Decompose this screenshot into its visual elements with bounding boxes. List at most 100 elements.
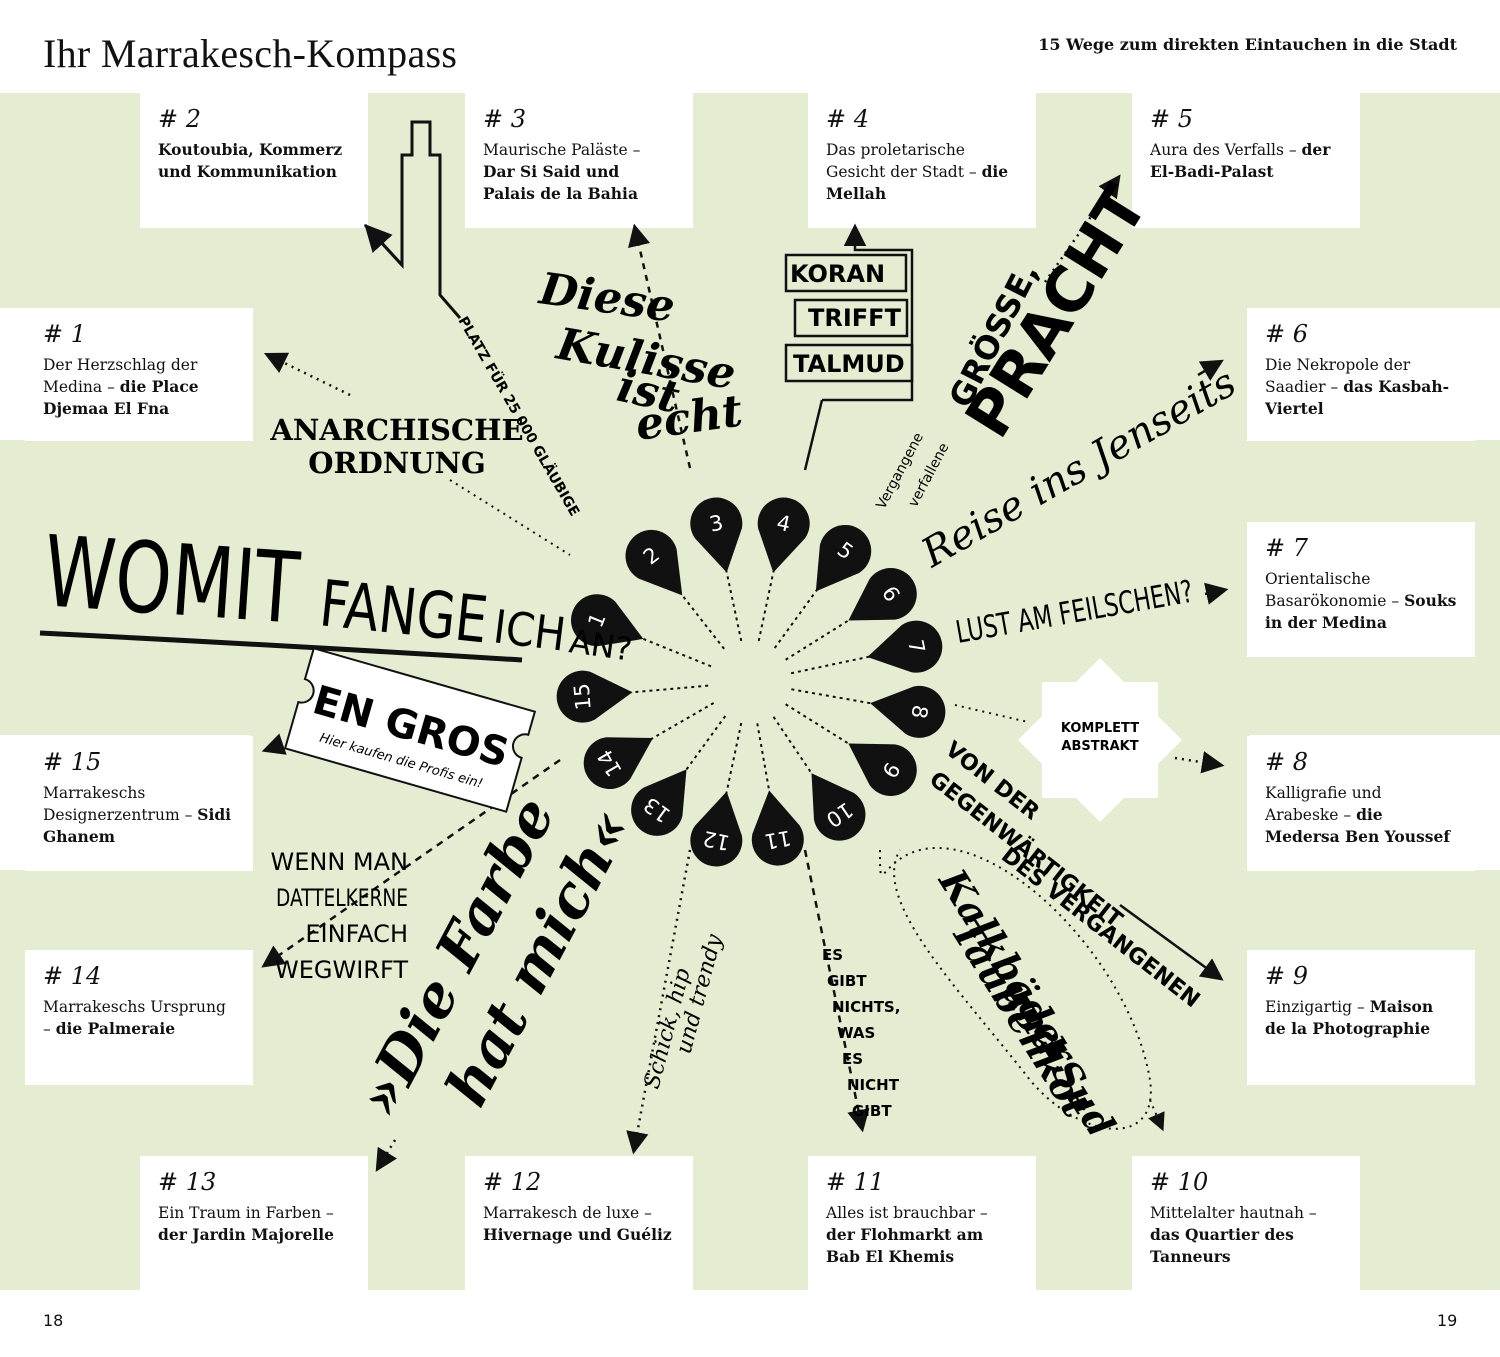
abstrakt-star xyxy=(1017,657,1183,823)
card-bold-text: der El-Badi-Palast xyxy=(1150,140,1331,181)
pin-shape xyxy=(556,670,633,723)
arrow-to-7 xyxy=(1204,582,1229,605)
pin-number: 4 xyxy=(775,510,793,536)
pin-14 xyxy=(583,737,654,789)
card-bold-text: die Palmeraie xyxy=(55,1019,176,1038)
label-dattel-1: WENN MAN xyxy=(270,848,408,876)
card-11[interactable]: # 11 Alles ist brauchbar – der Flohmarkt… xyxy=(808,1156,1036,1291)
pin-shape xyxy=(751,790,804,866)
label-esgibt-7: GIBT xyxy=(852,1102,892,1120)
card-bold-text: die Medersa Ben Youssef xyxy=(1265,805,1450,846)
pin-shape xyxy=(757,497,810,573)
card-2[interactable]: # 2 Koutoubia, Kommerz und Kommunikation xyxy=(140,93,368,228)
en-gros-ticket: EN GROS Hier kaufen die Profis ein! xyxy=(283,647,537,813)
card-text: Der Herzschlag der Medina – xyxy=(43,356,198,396)
card-number: # 5 xyxy=(1150,105,1194,133)
spoke-line xyxy=(773,573,830,649)
pin-number: 11 xyxy=(763,825,793,853)
pin-3 xyxy=(690,497,743,573)
pin-shape xyxy=(625,529,683,596)
label-esgibt-4: WAS xyxy=(837,1024,875,1042)
pin-shape xyxy=(811,773,866,841)
minaret-outline xyxy=(363,120,462,319)
card-number: # 8 xyxy=(1265,748,1309,776)
card-5[interactable]: # 5 Aura des Verfalls – der El-Badi-Pala… xyxy=(1132,93,1360,228)
card-number: # 7 xyxy=(1265,534,1309,562)
card-9[interactable]: # 9 Einzigartig – Maison de la Photograp… xyxy=(1247,950,1475,1085)
arrow-to-11 xyxy=(803,849,870,1133)
dotted-abstrakt xyxy=(954,704,1029,723)
card-13[interactable]: # 13 Ein Traum in Farben – der Jardin Ma… xyxy=(140,1156,368,1291)
card-bold-text: Hivernage und Guéliz xyxy=(483,1225,672,1244)
card-text: Alles ist brauchbar – xyxy=(826,1204,988,1222)
arrow-to-15 xyxy=(261,733,296,755)
pin-shape xyxy=(815,525,872,592)
card-bold-text: Koutoubia, Kommerz und Kommunikation xyxy=(158,140,343,181)
card-bold-text: der Flohmarkt am Bab El Khemis xyxy=(826,1225,984,1266)
center-title-3: ICH xyxy=(491,599,569,661)
card-number: # 13 xyxy=(158,1168,217,1196)
pin-shape xyxy=(583,737,654,789)
arrow-to-6 xyxy=(1197,359,1224,381)
card-number: # 3 xyxy=(483,105,527,133)
card-bold-text: Souks in der Medina xyxy=(1265,591,1457,632)
koran-boxes xyxy=(784,253,914,383)
card-number: # 1 xyxy=(43,320,87,348)
card-text: Aura des Verfalls – xyxy=(1150,141,1297,159)
dotted-anarchische xyxy=(449,479,571,556)
minaret-arrow xyxy=(364,224,404,267)
label-esgibt-5: ES xyxy=(842,1050,863,1068)
card-text: Kalligrafie und Arabeske – xyxy=(1265,784,1382,824)
arrow-to-4-bend xyxy=(822,223,914,402)
card-bold-text: Sidi Ghanem xyxy=(43,805,232,846)
card-1[interactable]: # 1 Der Herzschlag der Medina – die Plac… xyxy=(25,308,253,441)
pin-shape xyxy=(690,791,743,867)
arrow-to-1 xyxy=(263,352,351,397)
card-bold-text: Maison de la Photographie xyxy=(1265,997,1434,1038)
label-talmud: TALMUD xyxy=(793,350,905,378)
arrow-to-8 xyxy=(1174,751,1225,774)
label-esgibt-3: NICHTS, xyxy=(832,998,900,1016)
label-esgibt-2: GIBT xyxy=(827,972,867,990)
card-number: # 10 xyxy=(1150,1168,1209,1196)
pin-8 xyxy=(870,685,946,738)
label-dattel-2: DATTELKERNE xyxy=(276,884,408,912)
spoke-line xyxy=(721,722,743,814)
pin-shape xyxy=(870,685,946,738)
pin-number: 3 xyxy=(707,510,725,536)
arrow-to-3 xyxy=(628,223,692,469)
card-number: # 12 xyxy=(483,1168,542,1196)
card-6[interactable]: # 6 Die Nekropole der Saadier – das Kasb… xyxy=(1247,308,1475,441)
card-10[interactable]: # 10 Mittelalter hautnah – das Quartier … xyxy=(1132,1156,1360,1291)
label-kulisse-1: Diese xyxy=(534,263,677,333)
card-text: Marrakesch de luxe – xyxy=(483,1204,652,1222)
label-anarchische: ANARCHISCHE xyxy=(269,413,523,447)
card-3[interactable]: # 3 Maurische Paläste – Dar Si Said und … xyxy=(465,93,693,228)
label-kulisse-3: ist xyxy=(613,361,684,424)
pin-number: 15 xyxy=(570,682,596,711)
label-dattel-3: EINFACH xyxy=(305,920,408,948)
card-15[interactable]: # 15 Marrakeschs Designerzentrum – Sidi … xyxy=(25,736,253,871)
pin-6 xyxy=(848,568,917,621)
label-feilschen: LUST AM FEILSCHEN? xyxy=(953,574,1196,651)
pin-4 xyxy=(757,497,810,573)
pin-9 xyxy=(848,743,917,796)
underline xyxy=(39,630,523,663)
label-ordnung: ORDNUNG xyxy=(308,446,486,480)
card-4[interactable]: # 4 Das proletarische Gesicht der Stadt … xyxy=(808,93,1036,228)
card-number: # 2 xyxy=(158,105,202,133)
card-text: Einzigartig – xyxy=(1265,998,1365,1016)
label-koran: KORAN xyxy=(790,260,885,288)
card-text: Marrakeschs Ursprung – xyxy=(43,998,226,1038)
card-14[interactable]: # 14 Marrakeschs Ursprung – die Palmerai… xyxy=(25,950,253,1085)
label-abstrakt: ABSTRAKT xyxy=(1061,739,1138,754)
spoke-line xyxy=(772,716,825,792)
label-esgibt-1: ES xyxy=(822,946,843,964)
card-text: Maurische Paläste – xyxy=(483,141,641,159)
card-8[interactable]: # 8 Kalligrafie und Arabeske – die Meder… xyxy=(1247,736,1475,871)
card-12[interactable]: # 12 Marrakesch de luxe – Hivernage und … xyxy=(465,1156,693,1291)
arrow-to-5 xyxy=(1043,174,1121,283)
card-7[interactable]: # 7 Orientalische Basarökonomie – Souks … xyxy=(1247,522,1475,657)
card-bold-text: Dar Si Said und Palais de la Bahia xyxy=(483,162,638,203)
